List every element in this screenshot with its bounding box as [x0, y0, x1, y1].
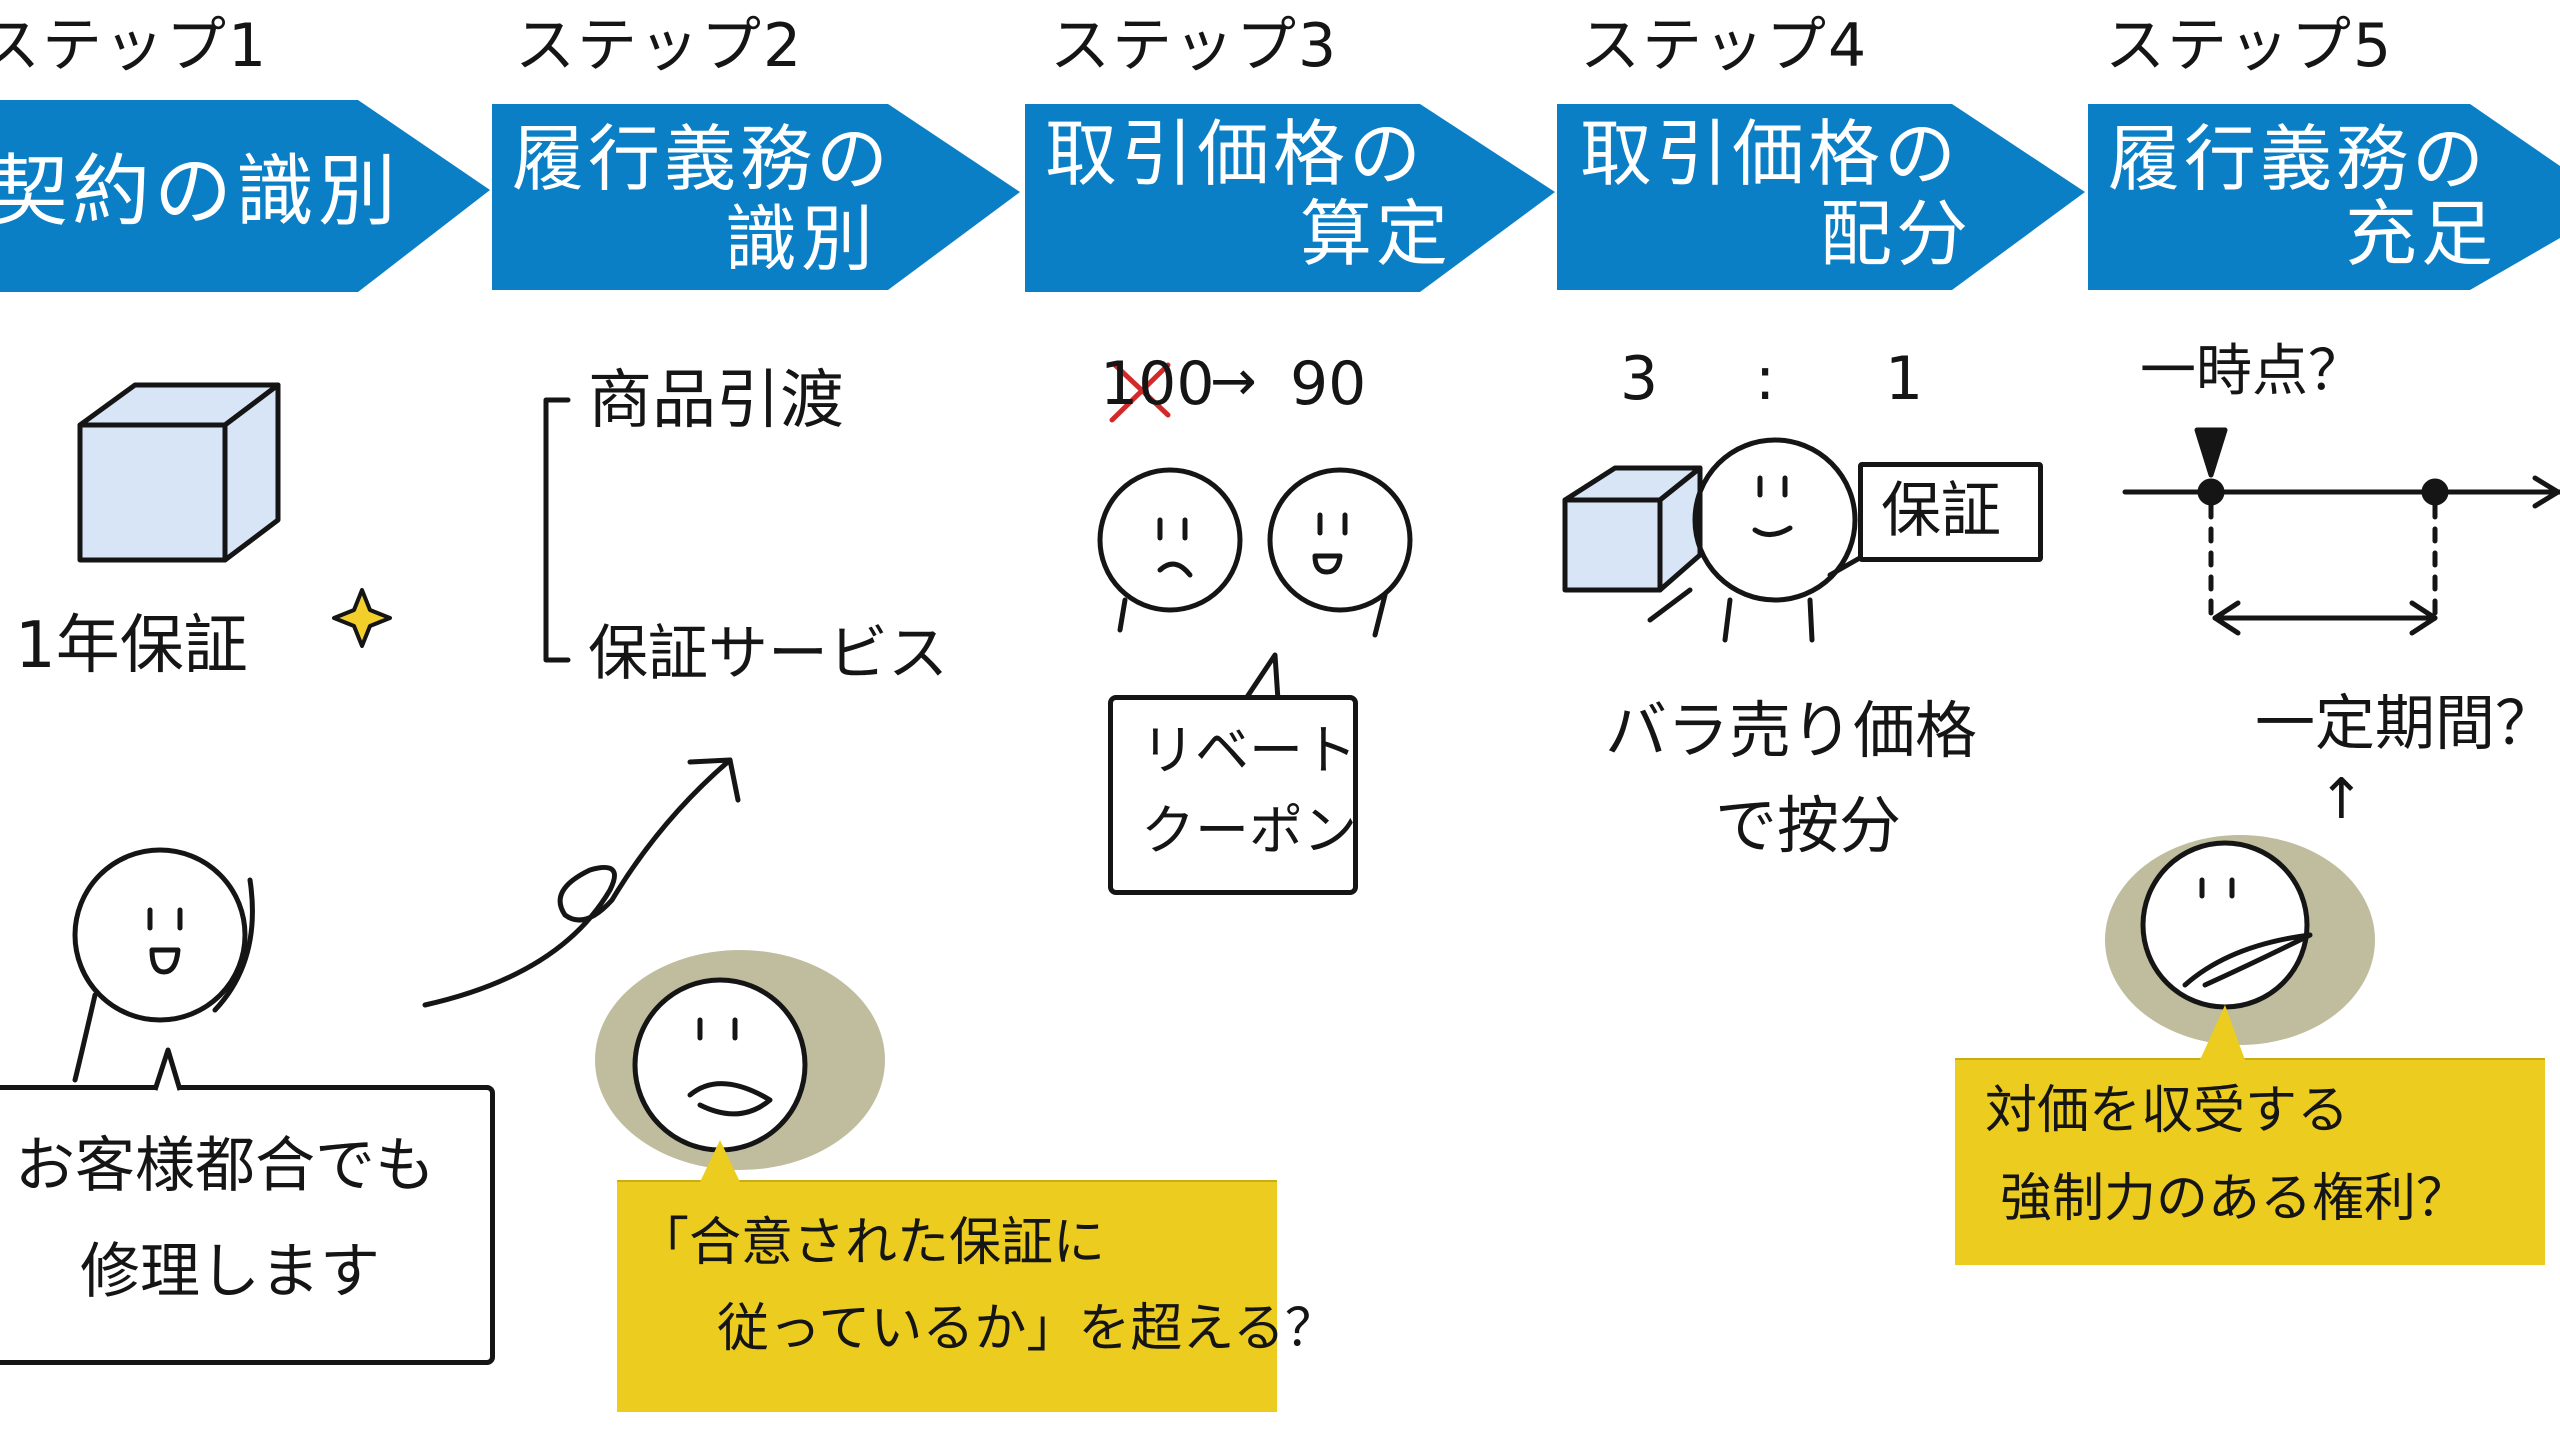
pin-icon: [2194, 427, 2228, 478]
step2-banner-shape: [492, 104, 1020, 290]
speech-tail-1-shape: [152, 1047, 183, 1091]
step2-label: ステップ2: [515, 11, 804, 81]
note5-line-1: 対価を収受する: [1985, 1081, 2350, 1141]
step5-banner-shape: [2088, 104, 2560, 290]
speech-bubble-tail-3: [1242, 652, 1281, 703]
person4-mouth: [1752, 525, 1793, 537]
price-old: 100: [1100, 349, 1215, 419]
step5-label: ステップ5: [2105, 11, 2394, 81]
warranty-text: 1年保証: [15, 609, 248, 683]
period-question: 一定期間？: [2255, 689, 2555, 759]
person-left-mouth: [1157, 561, 1193, 578]
step3-title-line2: 算定: [1300, 192, 1453, 276]
note2-tail-shape: [700, 1140, 740, 1182]
warranty-card-text: 保証: [1881, 476, 2001, 546]
step4-banner-shape: [1557, 104, 2085, 290]
step5-title-line1: 履行義務の: [2108, 117, 2489, 201]
swirl-arrow-icon: [422, 757, 733, 1008]
bracket-item-warranty-service: 保証サービス: [588, 619, 948, 689]
bracket-icon: [543, 397, 571, 663]
ratio-colon: :: [1755, 344, 1776, 414]
step3-title-line1: 取引価格の: [1045, 112, 1426, 196]
speech-line-2: 修理します: [80, 1237, 380, 1307]
note2-line-1: 「合意された保証に: [637, 1213, 1106, 1273]
step5-sticky-note: 対価を収受する 強制力のある権利？: [1955, 1058, 2545, 1265]
person-arm: [212, 877, 255, 1013]
person4-head: [1692, 437, 1858, 603]
box2-side: [1657, 465, 1703, 593]
note5-tail-shape: [2200, 1005, 2245, 1060]
person-head: [72, 847, 248, 1023]
period-arrowhead-left: [2212, 600, 2241, 636]
price-new: 90: [1290, 349, 1367, 419]
person4-body-left: [1722, 597, 1733, 643]
note5-line-2: 強制力のある権利？: [2000, 1169, 2469, 1229]
step2-title-line1: 履行義務の: [512, 117, 893, 201]
strike-icon: [1109, 362, 1171, 423]
step2-title-line2: 識別: [725, 197, 878, 281]
swirl-arrowhead: [687, 757, 741, 803]
person-right-head: [1267, 467, 1413, 613]
bubble3-line-1: リベート: [1141, 719, 1357, 782]
smiling-person-icon: [72, 847, 255, 1083]
ratio-left: 3: [1620, 344, 1659, 414]
period-arrowhead-right: [2409, 600, 2438, 636]
step3-speech-bubble: リベート クーポン: [1108, 695, 1358, 895]
bracket-item-delivery: 商品引渡: [588, 364, 844, 438]
person-body-left: [72, 992, 98, 1083]
sparkle-icon: [332, 588, 392, 648]
person4-arm-left: [1647, 587, 1693, 623]
up-arrow: ↑: [2318, 767, 2365, 832]
step1-title: 契約の識別: [0, 147, 401, 237]
step3-label: ステップ3: [1050, 11, 1339, 81]
person4-body-right: [1807, 597, 1815, 643]
caption4-line-2: で按分: [1715, 789, 1902, 862]
step4-label: ステップ4: [1580, 11, 1869, 81]
step1-banner-shape: [0, 100, 490, 292]
ratio-right: 1: [1885, 344, 1924, 414]
step3-banner-shape: [1025, 104, 1555, 292]
tail-3: [1242, 652, 1281, 703]
two-people-icon: [1097, 467, 1413, 638]
step2-sticky-note: 「合意された保証に 従っているか」を超える？: [617, 1180, 1337, 1412]
face-mouth: [687, 1081, 773, 1117]
box-icon-2: [1562, 465, 1703, 593]
worried-face-icon-5: [2105, 835, 2375, 1045]
box-icon: [77, 382, 281, 563]
person-left-head: [1097, 467, 1243, 613]
note2-line-2: 従っているか」を超える？: [717, 1299, 1337, 1359]
caption4-line-1: バラ売り価格: [1605, 694, 1978, 767]
worried-face-icon: [595, 950, 885, 1170]
step5-title-line2: 充足: [2345, 192, 2498, 276]
face5-mouth: [2182, 932, 2313, 988]
speech-line-1: お客様都合でも: [15, 1131, 435, 1201]
person-right-mouth: [1312, 553, 1343, 575]
person-icon: [1647, 437, 1868, 643]
timeline-question: 一時点？: [2140, 339, 2364, 404]
box-side: [222, 382, 281, 563]
step1-label: ステップ1: [0, 11, 269, 81]
step4-title-line1: 取引価格の: [1580, 112, 1961, 196]
price-arrow: →: [1210, 349, 1257, 414]
timeline-arrowhead: [2532, 475, 2560, 509]
person-mouth: [149, 947, 181, 975]
strike-line-2: [1109, 362, 1171, 423]
person-right-body: [1372, 592, 1388, 638]
sparkle-star: [332, 588, 392, 648]
step4-title-line2: 配分: [1820, 192, 1973, 276]
step1-speech-bubble: お客様都合でも 修理します: [0, 1085, 495, 1365]
person-left-body: [1117, 597, 1128, 633]
timeline-icon: [2122, 427, 2560, 636]
bubble3-line-2: クーポン: [1141, 799, 1357, 862]
warranty-card: 保証: [1858, 462, 2043, 562]
